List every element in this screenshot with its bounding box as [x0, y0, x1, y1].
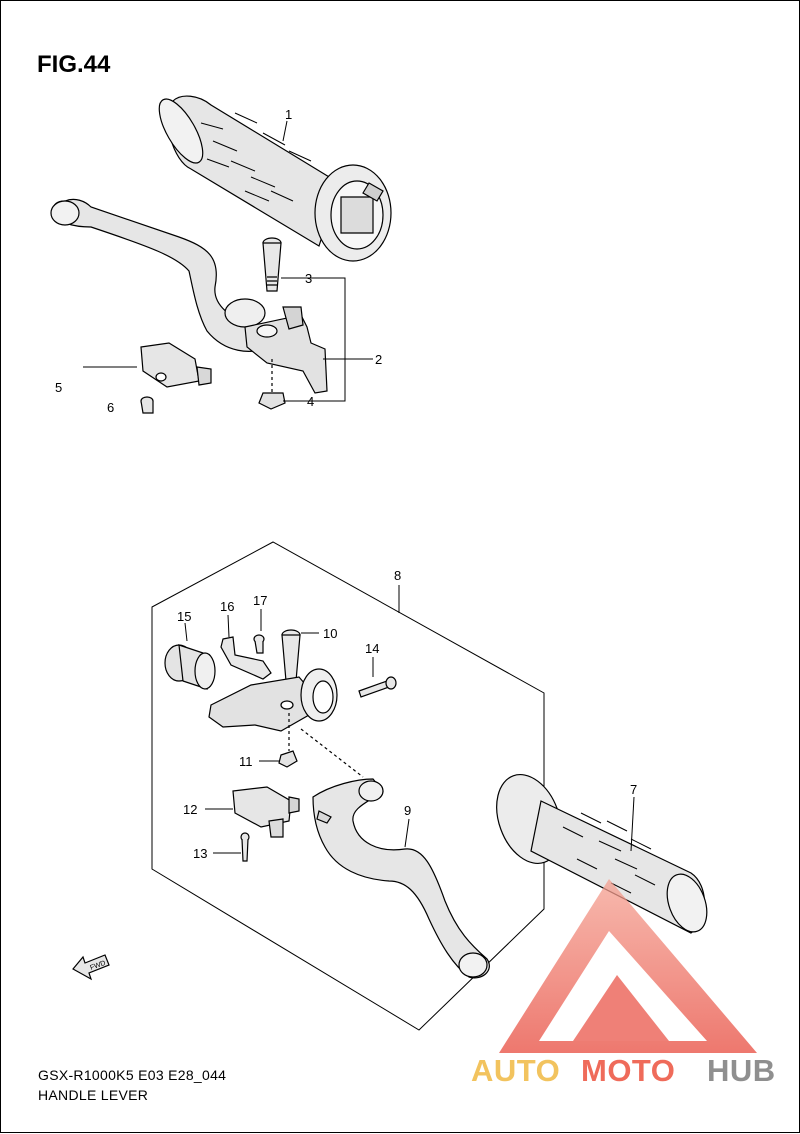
screw-14 — [358, 676, 397, 698]
clutch-switch-upper — [140, 342, 212, 414]
callout-11: 11 — [239, 754, 253, 769]
callout-15: 15 — [177, 609, 191, 624]
callout-17: 17 — [253, 593, 267, 608]
callout-8: 8 — [394, 568, 401, 583]
nut-upper — [258, 359, 286, 410]
callout-16: 16 — [220, 599, 234, 614]
watermark-inner-mark — [573, 975, 669, 1041]
callout-10: 10 — [323, 626, 337, 641]
plate-16 — [220, 636, 272, 680]
screw-17 — [253, 634, 265, 654]
callout-5: 5 — [55, 380, 62, 395]
lever-holder-upper — [224, 298, 328, 394]
model-code: GSX-R1000K5 E03 E28_044 — [38, 1067, 227, 1083]
handlebar-grip-7 — [496, 773, 708, 934]
adjuster-knob-15 — [164, 644, 216, 690]
nut-11 — [278, 713, 364, 778]
callout-4: 4 — [307, 394, 314, 409]
callout-14: 14 — [365, 641, 379, 656]
callout-leaders-upper — [83, 120, 373, 402]
callout-7: 7 — [630, 782, 637, 797]
brake-lever-holder — [208, 668, 338, 732]
screw-13 — [240, 832, 250, 862]
brake-switch-12 — [232, 786, 300, 838]
pivot-bolt-10 — [281, 629, 301, 682]
brake-lever-9 — [312, 778, 490, 979]
callout-2: 2 — [375, 352, 382, 367]
callout-leaders-lower — [184, 609, 635, 854]
callout-1: 1 — [285, 107, 292, 122]
handlebar-grip-upper — [158, 95, 392, 262]
clutch-lever-upper — [50, 198, 270, 352]
watermark-text-moto: MOTO — [581, 1053, 675, 1088]
forward-direction-arrow-icon: FWD — [72, 954, 110, 981]
callout-6: 6 — [107, 400, 114, 415]
callout-12: 12 — [183, 802, 197, 817]
watermark-text-hub: HUB — [707, 1053, 776, 1088]
watermark-triangle-logo — [499, 879, 757, 1053]
figure-title: FIG.44 — [37, 51, 111, 78]
watermark-text-auto: AUTO — [471, 1053, 560, 1088]
callout-numbers: 1 2 3 4 5 6 7 8 9 10 11 12 13 14 15 16 1… — [55, 107, 637, 861]
callout-9: 9 — [404, 803, 411, 818]
part-group-name: HANDLE LEVER — [38, 1087, 149, 1103]
callout-3: 3 — [305, 271, 312, 286]
callout-13: 13 — [193, 846, 207, 861]
pivot-bolt-upper — [262, 237, 282, 292]
assembly-outline-8 — [151, 541, 545, 1031]
automotohub-watermark: AUTO MOTO HUB — [471, 879, 776, 1088]
